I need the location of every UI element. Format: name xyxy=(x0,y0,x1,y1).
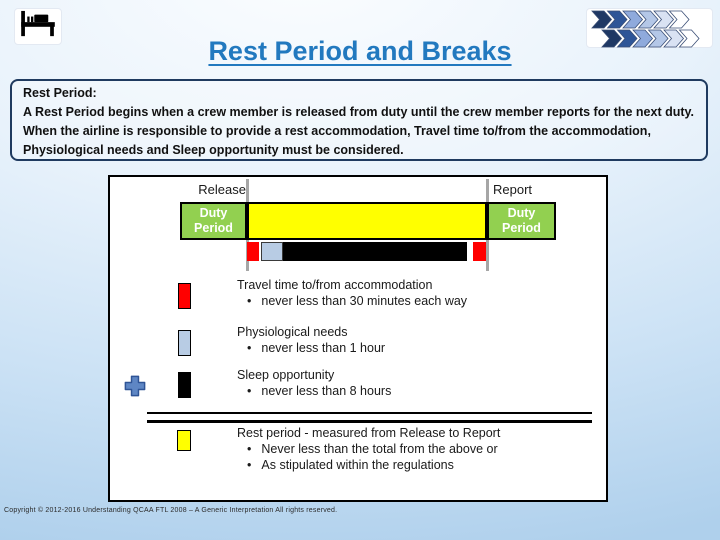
chevron-decoration xyxy=(586,8,713,48)
legend-title-physio: Physiological needs xyxy=(237,325,348,339)
rest-period-yellow-bar xyxy=(247,202,487,240)
legend-swatch-physio xyxy=(178,330,191,356)
legend-title-sleep: Sleep opportunity xyxy=(237,368,335,382)
physiological-needs-segment xyxy=(261,242,283,261)
legend-swatch-travel xyxy=(178,283,191,309)
intro-heading: Rest Period: xyxy=(23,86,97,100)
chevron-arrows-icon xyxy=(591,10,700,48)
travel-time-segment-start xyxy=(247,242,259,261)
copyright-text: Copyright © 2012-2016 Understanding QCAA… xyxy=(4,507,338,514)
plus-icon xyxy=(124,375,146,397)
intro-text-bold: Rest Period xyxy=(35,105,105,119)
rest-period-definition-box: Rest Period: A Rest Period begins when a… xyxy=(10,79,708,161)
legend-bullet-sleep: never less than 8 hours xyxy=(247,384,391,398)
intro-text: A xyxy=(23,105,36,119)
bed-badge xyxy=(14,8,62,45)
duty-period-right-box: Duty Period xyxy=(487,202,556,240)
legend-title-rest-period: Rest period - measured from Release to R… xyxy=(237,426,501,440)
legend-swatch-rest-period xyxy=(177,430,191,451)
legend-title-travel: Travel time to/from accommodation xyxy=(237,278,433,292)
release-label: Release xyxy=(198,182,246,197)
sleep-opportunity-segment xyxy=(283,242,467,261)
sum-divider-line xyxy=(147,412,592,414)
legend-bullet-physio: never less than 1 hour xyxy=(247,341,385,355)
intro-paragraph: A Rest Period begins when a crew member … xyxy=(23,103,695,160)
legend-bullet-rest-period: As stipulated within the regulations xyxy=(247,458,453,472)
bed-icon xyxy=(18,10,58,43)
legend-swatch-sleep xyxy=(178,372,191,398)
report-label: Report xyxy=(493,182,533,197)
sum-divider-line xyxy=(147,420,592,423)
travel-time-segment-end xyxy=(473,242,486,261)
page-title: Rest Period and Breaks xyxy=(208,36,512,66)
legend-bullet-travel: never less than 30 minutes each way xyxy=(247,294,467,308)
legend-bullet-rest-period: Never less than the total from the above… xyxy=(247,442,497,456)
duty-period-left-box: Duty Period xyxy=(180,202,247,240)
rest-period-diagram: Release Report Duty Period Duty Period T… xyxy=(108,175,608,502)
intro-text: begins when a crew member is released fr… xyxy=(23,105,695,157)
